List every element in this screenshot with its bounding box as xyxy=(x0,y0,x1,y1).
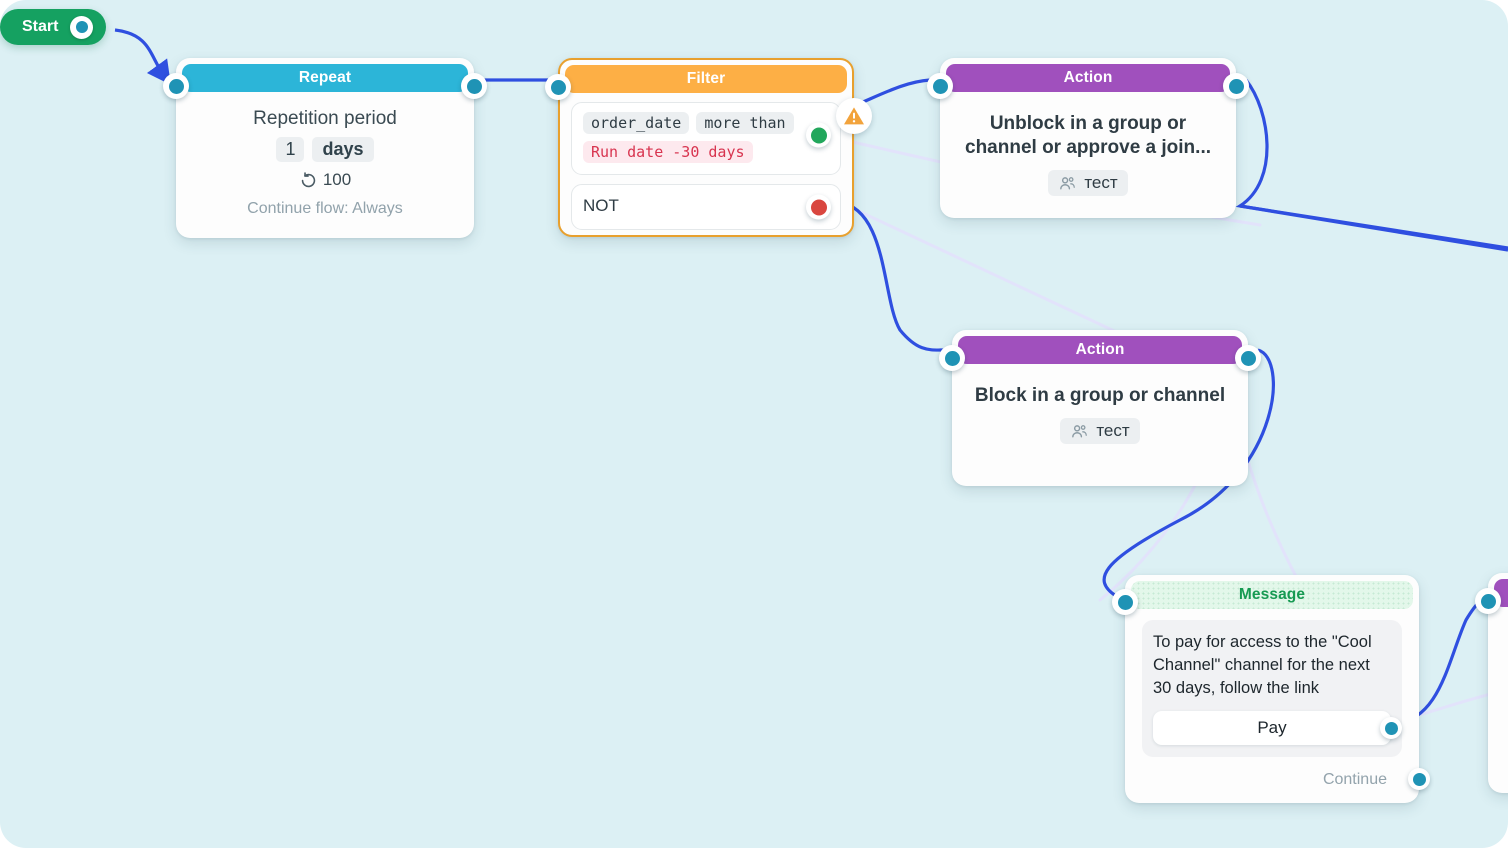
message-body-text: To pay for access to the "Cool Channel" … xyxy=(1153,633,1372,697)
repetition-period-label: Repetition period xyxy=(253,108,397,129)
users-icon xyxy=(1060,176,1076,189)
repeat-count-value: 100 xyxy=(322,170,352,189)
repeat-period-value[interactable]: 1 xyxy=(276,137,305,162)
start-label: Start xyxy=(22,18,59,35)
message-pay-button[interactable]: Pay xyxy=(1153,711,1402,745)
node-action-block[interactable]: Action Block in a group or channel тест xyxy=(939,330,1261,486)
node-filter-header: Filter xyxy=(565,65,847,93)
filter-not-label: NOT xyxy=(583,196,619,215)
action-unblock-title: Unblock in a group or channel or approve… xyxy=(965,113,1211,158)
repeat-input-port[interactable] xyxy=(163,73,189,99)
message-continue-label: Continue xyxy=(1322,771,1387,788)
repeat-period-unit[interactable]: days xyxy=(312,137,374,162)
action-block-title: Block in a group or channel xyxy=(974,385,1226,406)
filter-condition-tokens: order_date more than xyxy=(583,112,829,134)
action-unblock-input-port[interactable] xyxy=(927,73,953,99)
warning-triangle-icon xyxy=(844,107,864,125)
action-unblock-tag-label: тест xyxy=(1084,173,1118,192)
action-unblock-output-port[interactable] xyxy=(1223,73,1249,99)
node-action-block-body: Block in a group or channel тест xyxy=(958,364,1242,480)
action-block-tag[interactable]: тест xyxy=(1060,418,1140,444)
filter-input-port[interactable] xyxy=(545,74,571,100)
message-continue-row: Continue xyxy=(1131,771,1387,789)
message-continue-output-port[interactable] xyxy=(1408,768,1430,790)
filter-true-branch-port[interactable] xyxy=(806,122,831,148)
node-action-offscreen-body xyxy=(1494,607,1508,787)
repeat-icon xyxy=(301,171,315,187)
node-repeat-header: Repeat xyxy=(182,64,468,92)
message-bubble[interactable]: To pay for access to the "Cool Channel" … xyxy=(1142,620,1402,757)
node-repeat-body: Repetition period 1 days 100 Continue fl… xyxy=(182,92,468,232)
node-repeat[interactable]: Repeat Repetition period 1 days 100 Cont… xyxy=(163,58,487,238)
node-action-unblock-body: Unblock in a group or channel or approve… xyxy=(946,92,1230,212)
message-pay-button-label: Pay xyxy=(1257,718,1287,737)
start-output-port[interactable] xyxy=(70,15,94,39)
filter-not-row[interactable]: NOT xyxy=(571,184,841,230)
action-block-output-port[interactable] xyxy=(1235,345,1261,371)
action-offscreen-input-port[interactable] xyxy=(1475,588,1501,614)
start-badge[interactable]: Start xyxy=(0,9,107,45)
node-action-block-header: Action xyxy=(958,336,1242,364)
message-pay-output-port[interactable] xyxy=(1380,717,1402,739)
users-icon xyxy=(1072,424,1088,437)
action-block-tag-label: тест xyxy=(1096,421,1130,440)
repeat-output-port[interactable] xyxy=(461,73,487,99)
filter-field-token[interactable]: order_date xyxy=(583,112,690,134)
filter-condition-row[interactable]: order_date more than Run date -30 days xyxy=(571,102,841,175)
node-message[interactable]: Message To pay for access to the "Cool C… xyxy=(1112,575,1430,803)
filter-value-token[interactable]: Run date -30 days xyxy=(583,141,753,163)
node-filter[interactable]: Filter order_date more than Run date -30… xyxy=(545,58,854,237)
node-message-header: Message xyxy=(1131,581,1413,609)
node-action-unblock-header: Action xyxy=(946,64,1230,92)
filter-false-branch-port[interactable] xyxy=(806,194,831,220)
continue-flow-label: Continue flow: Always xyxy=(247,200,403,217)
node-action-unblock[interactable]: Action Unblock in a group or channel or … xyxy=(927,58,1249,218)
action-unblock-tag[interactable]: тест xyxy=(1048,170,1128,196)
filter-warning-badge[interactable] xyxy=(836,98,872,134)
message-input-port[interactable] xyxy=(1112,589,1138,615)
node-action-offscreen[interactable]: Action xyxy=(1475,573,1508,793)
repeat-count-row: 100 xyxy=(192,170,458,190)
action-block-input-port[interactable] xyxy=(939,345,965,371)
repetition-period-controls: 1 days xyxy=(192,137,458,162)
filter-operator-token[interactable]: more than xyxy=(696,112,794,134)
